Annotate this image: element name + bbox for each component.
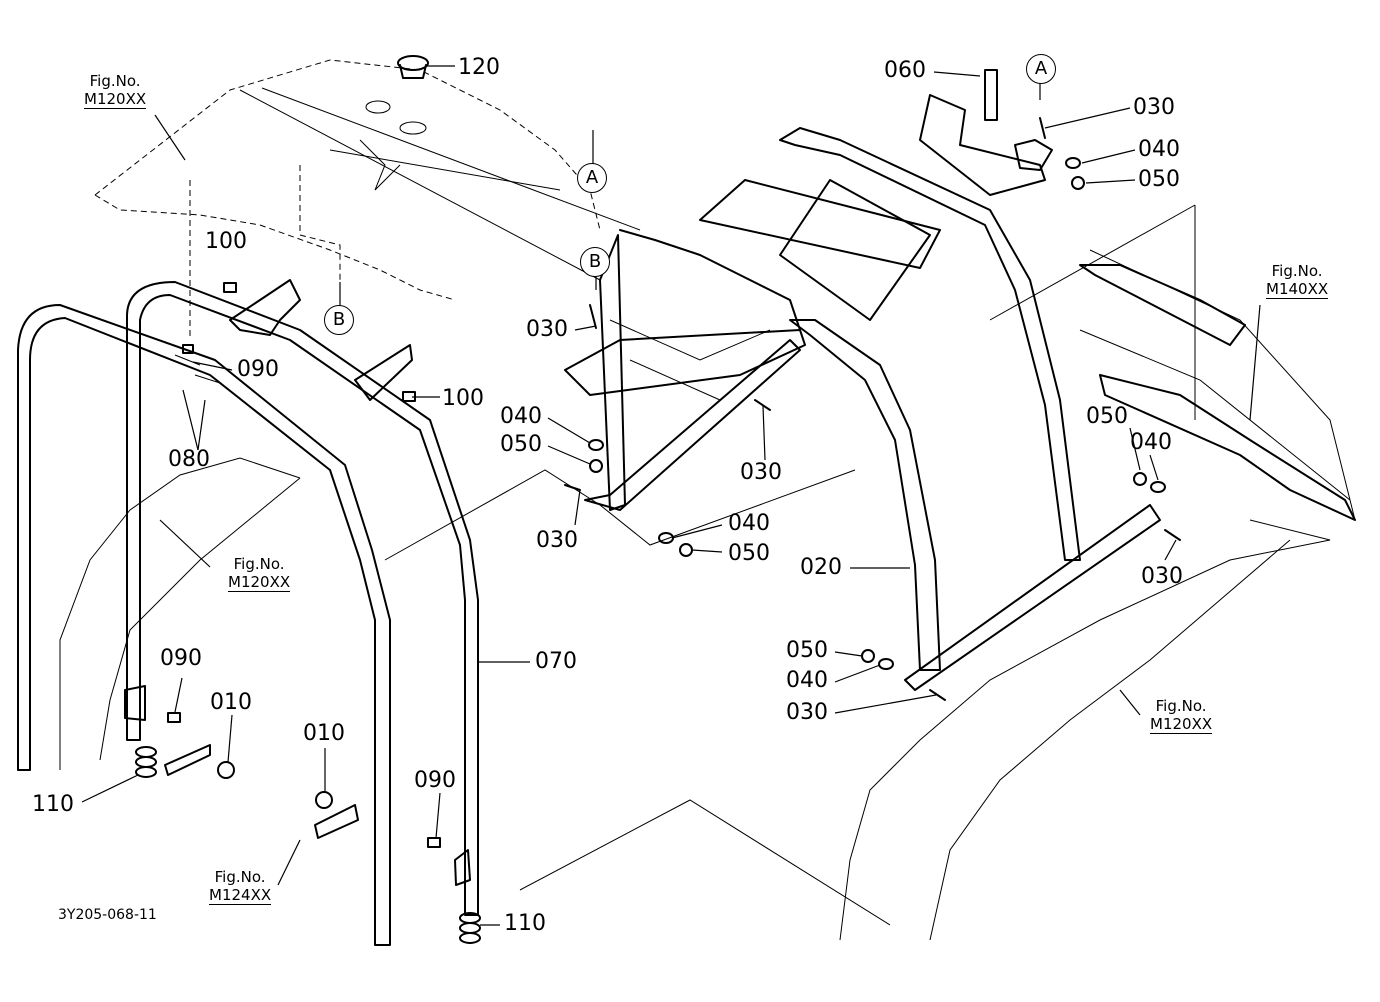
- part-label-010-b: 010: [303, 721, 345, 746]
- fig-ref-right-title: Fig.No.: [1271, 262, 1323, 280]
- part-label-080: 080: [168, 447, 210, 472]
- plates-010: [124, 685, 471, 886]
- diagram-code: 3Y205-068-11: [58, 907, 157, 923]
- right-bracket: [1079, 264, 1356, 521]
- fig-ref-top-left-number: M120XX: [84, 90, 147, 109]
- marker-b-upper: B: [580, 247, 610, 277]
- part-label-030-mid: 030: [740, 460, 782, 485]
- fig-ref-bottom-left-title: Fig.No.: [214, 868, 266, 886]
- part-label-030-bot: 030: [786, 700, 828, 725]
- fig-ref-top-left: Fig.No. M120XX: [84, 72, 147, 109]
- damper-110-right: [459, 912, 481, 944]
- part-label-040-right: 040: [1130, 430, 1172, 455]
- part-label-030-b: 030: [526, 317, 568, 342]
- part-label-030-top: 030: [1133, 95, 1175, 120]
- part-label-090-a: 090: [237, 357, 279, 382]
- part-label-040-bot: 040: [786, 668, 828, 693]
- part-label-050-top: 050: [1138, 167, 1180, 192]
- part-label-050-right: 050: [1086, 404, 1128, 429]
- rops-frame-right: [699, 127, 1161, 691]
- part-label-120: 120: [458, 55, 500, 80]
- damper-110-left: [135, 746, 157, 778]
- marker-a-left: A: [577, 163, 607, 193]
- fig-ref-bottom-left: Fig.No. M124XX: [209, 868, 272, 905]
- fig-ref-top-left-title: Fig.No.: [89, 72, 141, 90]
- top-bracket: [919, 69, 1053, 196]
- part-label-090-c: 090: [414, 768, 456, 793]
- brackets-100: [229, 279, 413, 401]
- part-label-060: 060: [884, 58, 926, 83]
- part-label-110-a: 110: [32, 792, 74, 817]
- part-label-040-top: 040: [1138, 137, 1180, 162]
- part-label-110-b: 110: [504, 911, 546, 936]
- rops-frame-left: [17, 281, 479, 946]
- fig-ref-right: Fig.No. M140XX: [1266, 262, 1329, 299]
- fig-ref-mid-left: Fig.No. M120XX: [228, 555, 291, 592]
- fender-top-outline: [94, 59, 641, 301]
- part-label-030-right: 030: [1141, 564, 1183, 589]
- marker-a-top: A: [1026, 54, 1056, 84]
- fig-ref-bottom-right-title: Fig.No.: [1155, 697, 1207, 715]
- part-label-100-b: 100: [442, 386, 484, 411]
- fig-ref-bottom-left-number: M124XX: [209, 886, 272, 905]
- leader-lines: [81, 65, 1261, 926]
- part-label-090-b: 090: [160, 646, 202, 671]
- part-label-040-low: 040: [728, 511, 770, 536]
- part-label-010-a: 010: [210, 690, 252, 715]
- part-label-020: 020: [800, 555, 842, 580]
- part-label-050-bot: 050: [786, 638, 828, 663]
- part-label-040-mid: 040: [500, 404, 542, 429]
- fig-ref-mid-left-number: M120XX: [228, 573, 291, 592]
- fender-left-outline: [59, 457, 301, 770]
- fig-ref-mid-left-title: Fig.No.: [233, 555, 285, 573]
- fig-ref-bottom-right-number: M120XX: [1150, 715, 1213, 734]
- cap-120: [365, 55, 429, 135]
- fig-ref-bottom-right: Fig.No. M120XX: [1150, 697, 1213, 734]
- part-label-100-a: 100: [205, 229, 247, 254]
- part-label-050-low: 050: [728, 541, 770, 566]
- part-label-070: 070: [535, 649, 577, 674]
- fig-ref-right-number: M140XX: [1266, 280, 1329, 299]
- part-label-050-mid: 050: [500, 432, 542, 457]
- part-label-030-low: 030: [536, 528, 578, 553]
- support-frame-center: [564, 229, 806, 511]
- marker-b-lower: B: [324, 305, 354, 335]
